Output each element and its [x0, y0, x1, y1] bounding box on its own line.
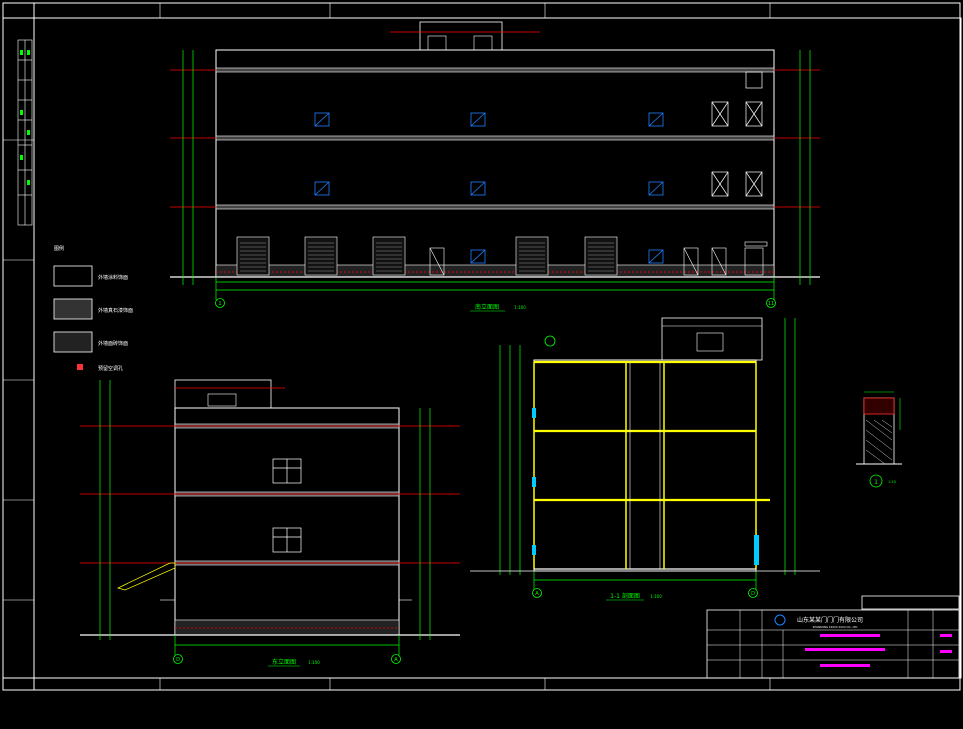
sheet-frame [2, 2, 962, 691]
detail-scale: 1:20 [888, 480, 896, 484]
section-scale: 1:100 [650, 594, 662, 599]
revision-table [17, 39, 33, 226]
legend-item-2: 外墙真石漆饰面 [98, 307, 133, 314]
frame-ticks [3, 3, 771, 690]
side-axis-left: D [176, 657, 180, 663]
revision-marks [20, 50, 30, 185]
legend-item-3: 外墙面砖饰面 [98, 340, 128, 347]
front-elevation: 1 11 南立面图 1:100 [170, 21, 820, 312]
front-elevation-title: 南立面图 [475, 303, 499, 311]
side-elevation-scale: 1:100 [308, 660, 320, 665]
legend-item-1: 外墙涂料饰面 [98, 274, 128, 281]
section-view: A D 1-1 剖面图 1:100 [470, 317, 820, 601]
side-elevation: D A 东立面图 1:100 [80, 379, 460, 667]
front-elevation-scale: 1:100 [514, 305, 526, 310]
company-name-en: SHANDONG XXXXX XXXX CO., LTD [813, 625, 858, 629]
side-axis-right: A [394, 657, 398, 663]
section-axis-left: A [535, 591, 539, 597]
section-axis-right: D [751, 591, 755, 597]
front-axis-right: 11 [768, 301, 774, 307]
legend: 图例 外墙涂料饰面 外墙真石漆饰面 外墙面砖饰面 预留空调孔 [53, 245, 133, 372]
detail-view: 1 1:20 [856, 391, 902, 488]
legend-heading: 图例 [54, 245, 64, 252]
section-title: 1-1 剖面图 [610, 592, 640, 600]
front-axis-left: 1 [218, 301, 221, 307]
detail-label: 1 [874, 479, 878, 486]
title-block: 山东某某门门门有限公司 SHANDONG XXXXX XXXX CO., LTD [706, 595, 960, 679]
company-name: 山东某某门门门有限公司 [797, 616, 863, 624]
side-elevation-title: 东立面图 [272, 658, 296, 666]
legend-item-4: 预留空调孔 [98, 365, 123, 372]
